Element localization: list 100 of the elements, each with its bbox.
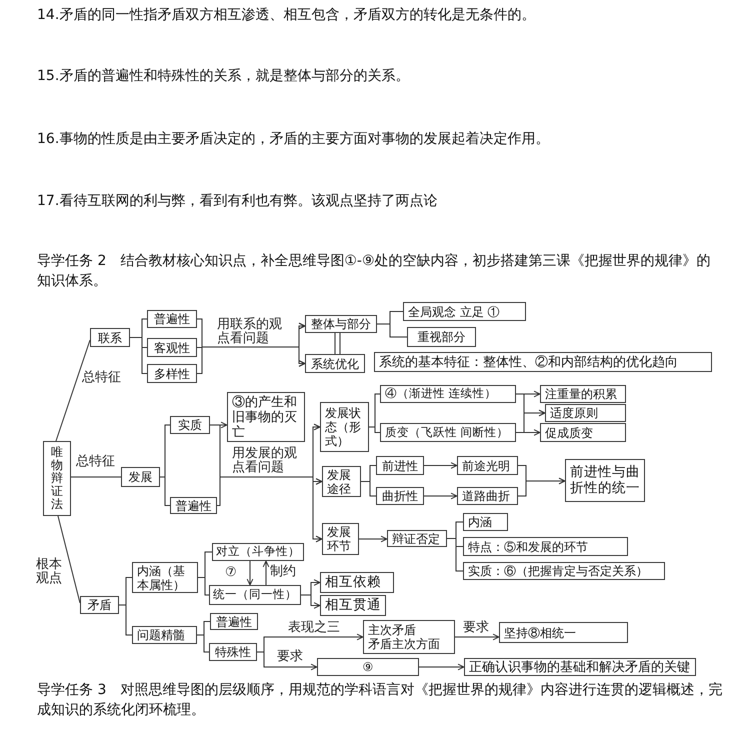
- arrow: [516, 429, 540, 436]
- connector-line: [58, 516, 80, 604]
- concept-label: 对立（斗争性）: [216, 545, 300, 559]
- concept-box: [545, 404, 626, 422]
- concept-box: [463, 513, 508, 531]
- vertical-title-box: [43, 441, 71, 516]
- concept-box: [210, 613, 258, 630]
- edge-label: 制约: [270, 565, 297, 579]
- connector-line: [56, 340, 90, 442]
- concept-box: [403, 302, 526, 321]
- connector-line: [160, 476, 170, 506]
- concept-box: [170, 416, 210, 434]
- concept-label: 发展状态（形式）: [325, 406, 362, 448]
- concept-label: 相互依赖: [325, 574, 381, 590]
- concept-label: ⑨: [362, 660, 374, 674]
- concept-label: 坚持⑧相统一: [504, 626, 576, 640]
- concept-label: 适度原则: [550, 406, 598, 420]
- edge-label: ⑦: [225, 566, 238, 580]
- concept-box: [464, 658, 696, 676]
- concept-box: [305, 354, 365, 373]
- concept-label: 矛盾: [88, 598, 112, 612]
- concept-box: [499, 622, 628, 643]
- concept-label: 相互贯通: [325, 598, 381, 614]
- concept-label: 内涵: [468, 515, 492, 529]
- concept-label: 促成质变: [545, 426, 593, 440]
- concept-label: 特点：⑤和发展的环节: [468, 540, 588, 554]
- concept-label: 统一（同一性）: [213, 588, 297, 602]
- concept-label: 内涵（基本属性）: [137, 564, 186, 592]
- edge-label: 根本观点: [36, 558, 63, 586]
- concept-box: [363, 620, 455, 654]
- connector-line: [196, 634, 210, 652]
- connector-line: [360, 481, 376, 496]
- concept-label: 主次矛盾: [368, 623, 416, 637]
- edge-label: 总特征: [82, 371, 122, 385]
- concept-label: ④（渐进性 连续性）: [385, 387, 497, 401]
- concept-label: 前途光明: [462, 458, 510, 472]
- statement-text: 17.看待互联网的利与弊，看到有利也有弊。该观点坚持了两点论: [37, 192, 438, 211]
- concept-box: [320, 595, 386, 616]
- concept-label: 普遍性: [154, 312, 190, 326]
- concept-box: [322, 523, 359, 555]
- concept-box: [322, 466, 361, 497]
- concept-label: 前进性: [382, 458, 418, 472]
- concept-box: [380, 385, 516, 403]
- concept-label: 道路曲折: [462, 489, 510, 503]
- concept-label: 矛盾主次方面: [368, 637, 440, 651]
- concept-box: [212, 543, 304, 561]
- concept-box: [387, 530, 447, 547]
- concept-box: [376, 487, 424, 505]
- concept-box: [147, 310, 197, 328]
- vertical-label: 唯物辩证法: [51, 446, 63, 512]
- concept-box: [305, 315, 377, 333]
- concept-label: 整体与部分: [311, 317, 371, 331]
- concept-label: 特殊性: [215, 645, 251, 659]
- concept-box: [90, 328, 130, 347]
- concept-box: [320, 402, 369, 452]
- arrow: [300, 594, 320, 609]
- concept-label: 发展环节: [327, 525, 352, 553]
- concept-box: [170, 497, 217, 514]
- arrow: [246, 560, 254, 586]
- edge-label: 用联系的观点看问题: [217, 318, 283, 346]
- arrow: [424, 492, 458, 500]
- concept-label: 曲折性: [382, 489, 418, 503]
- concept-box: [407, 327, 476, 347]
- concept-box: [317, 658, 419, 676]
- edge-label: 要求: [277, 650, 304, 664]
- concept-box: [209, 643, 257, 661]
- concept-label: 实质: [178, 418, 202, 432]
- concept-box: [147, 364, 197, 383]
- concept-label: 全局观念 立足 ①: [408, 304, 500, 318]
- concept-box: [540, 385, 626, 403]
- concept-box: [376, 456, 424, 475]
- concept-box: [227, 392, 305, 442]
- concept-label: 前进性与曲折性的统一: [570, 465, 640, 496]
- concept-label: 实质：⑥（把握肯定与否定关系）: [468, 564, 648, 578]
- connector-line: [376, 324, 408, 338]
- concept-label: ③的产生和旧事物的灭亡: [232, 394, 298, 440]
- arrow: [262, 560, 270, 586]
- task-instruction: 导学任务 3 对照思维导图的层级顺序，用规范的学科语言对《把握世界的规律》内容进行连贯的逻辑概述，完成知识的系统化闭环梳理。: [37, 681, 724, 720]
- double-line-connector: [334, 332, 340, 354]
- arrow: [358, 536, 388, 542]
- concept-box: [374, 352, 712, 372]
- concept-label: 正确认识事物的基础和解决矛盾的关键: [469, 660, 690, 674]
- concept-label: 发展途径: [327, 468, 352, 496]
- arrow: [518, 478, 566, 496]
- arrow: [454, 634, 500, 640]
- edge-label: 要求: [463, 621, 490, 635]
- connector-line: [368, 426, 380, 433]
- concept-label: 普遍性: [176, 498, 212, 512]
- statement-text: 16.事物的性质是由主要矛盾决定的，矛盾的主要方面对事物的发展起着决定作用。: [37, 130, 550, 149]
- concept-box: [565, 459, 645, 502]
- edge-label: 总特征: [76, 455, 116, 469]
- concept-label: 质变（飞跃性 间断性）: [385, 426, 509, 440]
- concept-label: 重视部分: [418, 330, 466, 344]
- concept-box: [121, 467, 160, 487]
- concept-box: [540, 423, 626, 442]
- connector-line: [70, 476, 122, 478]
- concept-box: [209, 585, 301, 605]
- arrow: [424, 462, 458, 469]
- concept-box: [463, 562, 665, 580]
- statement-text: 15.矛盾的普遍性和特殊性的关系，就是整体与部分的关系。: [37, 67, 410, 86]
